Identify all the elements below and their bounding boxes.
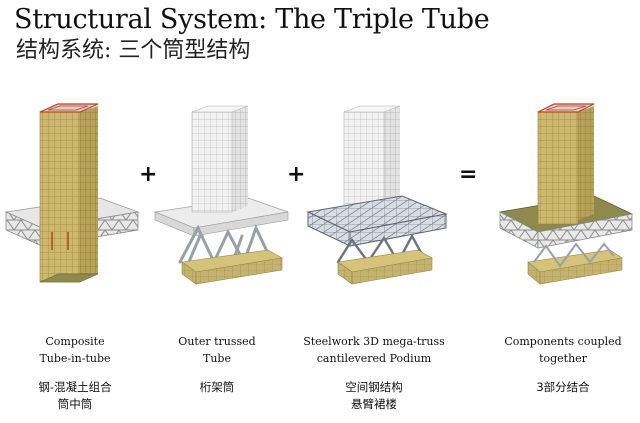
caption-zh-line: 空间钢结构 [345,380,403,394]
caption-mega-truss-podium: Steelwork 3D mega-truss cantilevered Pod… [299,333,449,413]
caption-zh-line: 筒中筒 [57,397,93,411]
page-title: Structural System: The Triple Tube [14,4,490,35]
outer-trussed-tube-illustration [153,105,289,285]
caption-zh-line: 悬臂裙楼 [351,397,397,411]
caption-zh-line: 钢-混凝土组合 [38,380,112,394]
caption-en-line: Tube [203,352,231,365]
caption-en-line: together [539,352,587,365]
caption-zh-line: 3部分结合 [536,380,590,394]
caption-en-line: Components coupled [504,335,622,348]
mega-truss-podium-illustration [306,105,448,285]
caption-coupled-together: Components coupled together 3部分结合 [488,333,638,396]
caption-zh-line: 桁架筒 [199,380,235,394]
coupled-structure-illustration [498,103,634,285]
caption-en-line: Composite [45,335,105,348]
caption-composite-tube: Composite Tube-in-tube 钢-混凝土组合 筒中筒 [0,333,150,413]
plus-operator-2: + [287,162,306,187]
structure-diagram [4,103,634,285]
composite-tube-illustration [4,103,140,283]
plus-operator-1: + [139,162,158,187]
caption-en-line: cantilevered Podium [316,352,432,365]
caption-en-line: Steelwork 3D mega-truss [303,335,445,348]
caption-outer-trussed-tube: Outer trussed Tube 桁架筒 [142,333,292,396]
caption-en-line: Tube-in-tube [39,352,111,365]
caption-en-line: Outer trussed [178,335,256,348]
page-subtitle: 结构系统: 三个筒型结构 [16,38,251,63]
equals-operator: = [459,162,478,187]
